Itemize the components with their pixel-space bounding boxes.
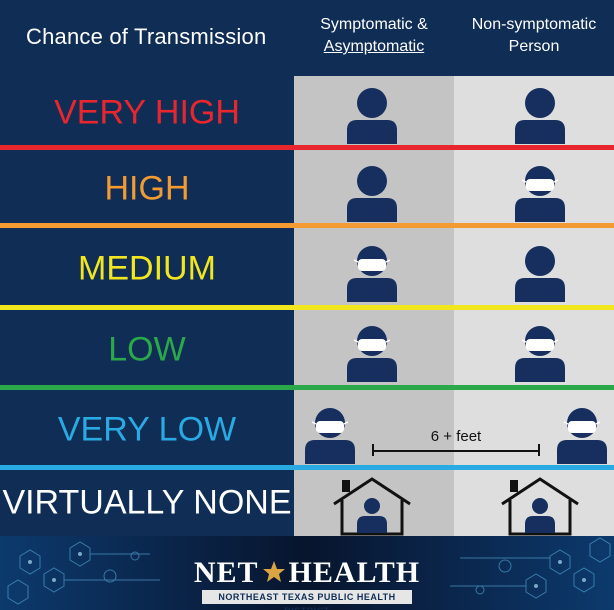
divider-line bbox=[0, 385, 614, 390]
cell-non-symptomatic bbox=[454, 310, 614, 390]
masked-person-icon bbox=[347, 246, 397, 302]
level-label: LOW bbox=[108, 330, 186, 369]
cell-symptomatic bbox=[294, 76, 454, 150]
row-virtually-none: VIRTUALLY NONE bbox=[0, 470, 614, 536]
cell-non-symptomatic bbox=[454, 390, 614, 470]
divider-line bbox=[0, 305, 614, 310]
header-col-non-symptomatic: Non-symptomatic Person bbox=[454, 14, 614, 58]
header: Chance of Transmission Symptomatic & Asy… bbox=[0, 0, 614, 76]
header-title: Chance of Transmission bbox=[26, 24, 267, 49]
header-col-symptomatic: Symptomatic & Asymptomatic bbox=[294, 14, 454, 58]
distance-line-icon bbox=[372, 444, 540, 456]
person-icon bbox=[347, 88, 397, 144]
level-label: VERY HIGH bbox=[54, 93, 240, 132]
cell-symptomatic bbox=[294, 470, 454, 536]
house-person-icon bbox=[333, 477, 411, 536]
cell-non-symptomatic bbox=[454, 228, 614, 310]
cell-symptomatic bbox=[294, 310, 454, 390]
header-col1-line1: Symptomatic & bbox=[320, 16, 428, 33]
house-person-icon bbox=[501, 477, 579, 536]
divider-line bbox=[0, 223, 614, 228]
row-low: LOW bbox=[0, 310, 614, 390]
decorative-circuit-icon bbox=[7, 537, 611, 605]
net-health-logo: NET HEALTH bbox=[0, 556, 614, 590]
header-col2-line1: Non-symptomatic bbox=[471, 16, 597, 33]
logo-left-text: NET bbox=[193, 556, 259, 589]
cell-symptomatic bbox=[294, 150, 454, 228]
row-medium: MEDIUM bbox=[0, 228, 614, 310]
cell-non-symptomatic bbox=[454, 76, 614, 150]
cell-non-symptomatic bbox=[454, 470, 614, 536]
cell-symptomatic bbox=[294, 390, 454, 470]
row-high: HIGH bbox=[0, 150, 614, 228]
person-icon bbox=[515, 88, 565, 144]
texas-star-icon bbox=[262, 561, 285, 582]
masked-person-icon bbox=[515, 166, 565, 222]
divider-line bbox=[0, 145, 614, 150]
row-very-low: VERY LOW bbox=[0, 390, 614, 470]
header-col1-line2: Asymptomatic bbox=[323, 38, 425, 55]
masked-person-icon bbox=[347, 326, 397, 382]
level-label: VERY LOW bbox=[57, 410, 237, 449]
header-col2-line2: Person bbox=[508, 38, 560, 55]
level-label: HIGH bbox=[104, 169, 190, 208]
logo-right-text: HEALTH bbox=[288, 556, 421, 589]
cell-symptomatic bbox=[294, 228, 454, 310]
row-very-high: VERY HIGH bbox=[0, 76, 614, 150]
divider-line bbox=[0, 465, 614, 470]
level-label: VIRTUALLY NONE bbox=[2, 483, 292, 522]
masked-person-icon bbox=[515, 326, 565, 382]
distance-marker: 6 + feet bbox=[372, 428, 540, 458]
level-label: MEDIUM bbox=[78, 249, 216, 288]
logo-subtitle: NORTHEAST TEXAS PUBLIC HEALTH DISTRICT bbox=[202, 590, 412, 610]
footer-banner: NET HEALTH NORTHEAST TEXAS PUBLIC HEALTH … bbox=[0, 536, 614, 610]
distance-label: 6 + feet bbox=[430, 428, 482, 445]
masked-person-icon bbox=[305, 408, 355, 464]
person-icon bbox=[347, 166, 397, 222]
cell-non-symptomatic bbox=[454, 150, 614, 228]
person-icon bbox=[515, 246, 565, 302]
masked-person-icon bbox=[557, 408, 607, 464]
